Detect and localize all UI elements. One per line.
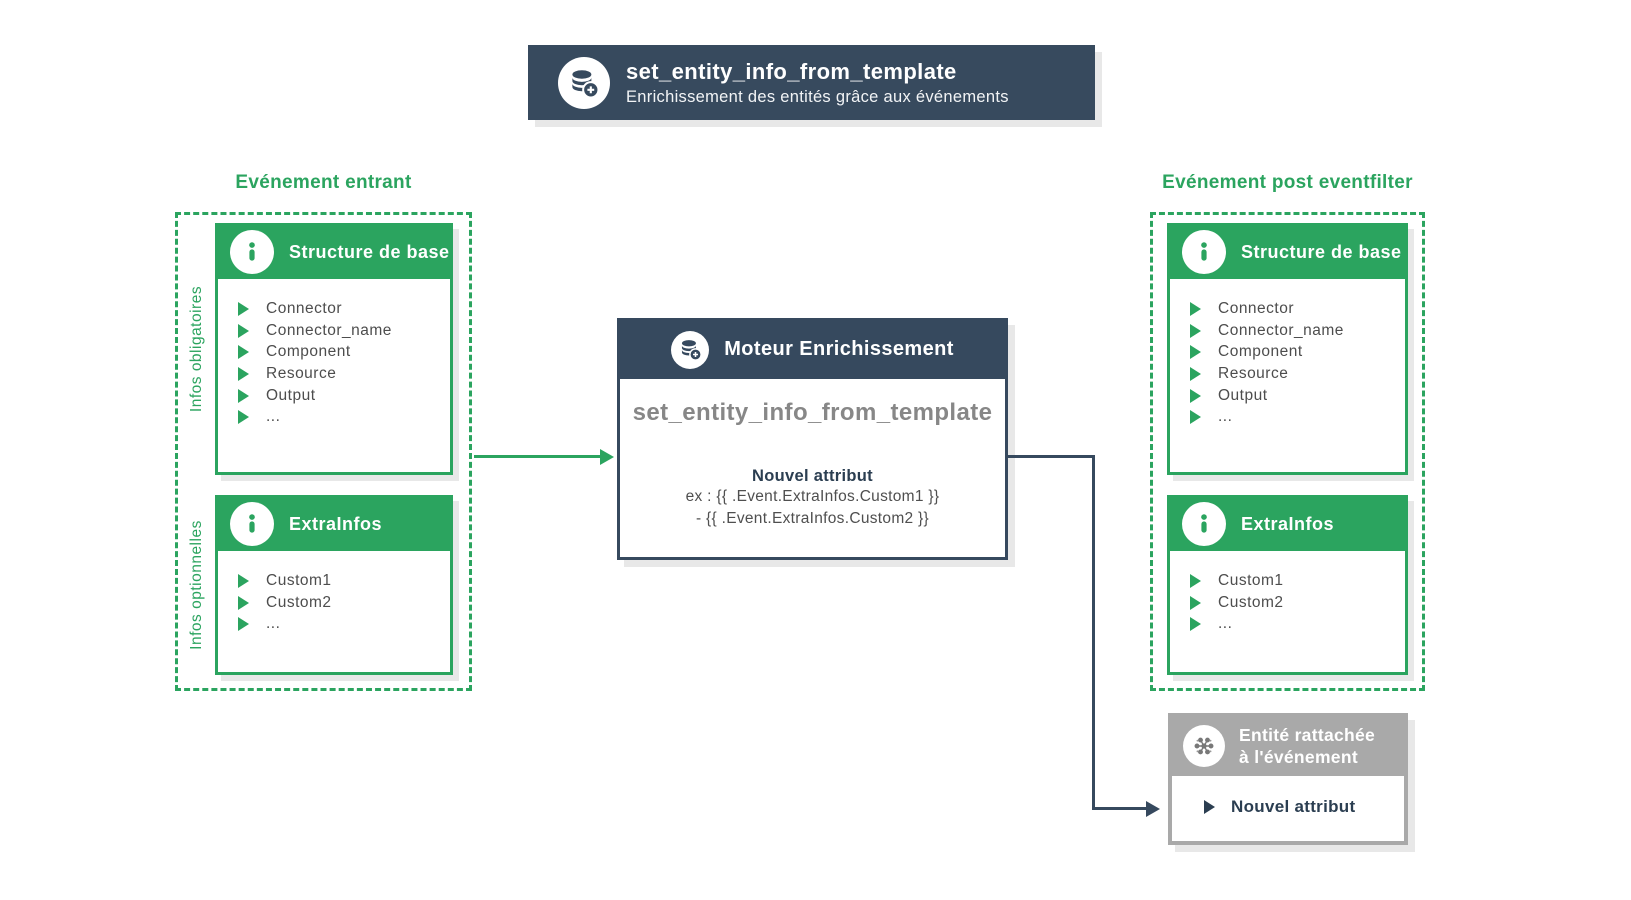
database-add-icon — [671, 330, 710, 369]
left-extrainfos-card: ExtraInfos Custom1 Custom2 ... — [215, 495, 453, 675]
green-arrow-line — [474, 455, 602, 458]
list-item: ... — [1190, 406, 1405, 428]
right-dashed-box — [1150, 212, 1425, 691]
triangle-bullet-icon — [1190, 301, 1201, 316]
triangle-bullet-icon — [1190, 345, 1201, 360]
triangle-bullet-icon — [1190, 617, 1201, 632]
engine-card-header: Moteur Enrichissement — [619, 320, 1006, 379]
engine-example-line: ex : {{ .Event.ExtraInfos.Custom1 }} — [685, 488, 940, 505]
list-item: Custom2 — [1190, 592, 1405, 614]
side-label-optional: Infos optionnelles — [188, 520, 205, 650]
info-icon — [1182, 230, 1226, 274]
list-item: ... — [238, 406, 450, 428]
hero-subtitle: Enrichissement des entités grâce aux évé… — [626, 87, 1009, 106]
list-item: Connector — [1190, 298, 1405, 320]
list-item: Resource — [1190, 363, 1405, 385]
triangle-bullet-icon — [1190, 573, 1201, 588]
info-icon — [230, 502, 274, 546]
engine-template-name: set_entity_info_from_template — [632, 399, 993, 426]
right-group-title: Evénement post eventfilter — [1162, 172, 1413, 193]
navy-arrow-head-icon — [1146, 800, 1160, 817]
entity-card-body: Nouvel attribut — [1172, 775, 1404, 839]
hero-title: set_entity_info_from_template — [626, 58, 957, 84]
triangle-bullet-icon — [1190, 323, 1201, 338]
list-item: Resource — [238, 363, 450, 385]
entity-new-attribute: Nouvel attribut — [1231, 797, 1356, 816]
info-icon — [1182, 502, 1226, 546]
list-item: Connector_name — [1190, 320, 1405, 342]
triangle-bullet-icon — [238, 366, 249, 381]
list-item: ... — [1190, 613, 1405, 635]
engine-card-body: set_entity_info_from_template Nouvel att… — [620, 399, 1005, 529]
triangle-bullet-icon — [238, 388, 249, 403]
hero-text: set_entity_info_from_template Enrichisse… — [626, 59, 1009, 107]
list-item: Connector — [238, 298, 450, 320]
triangle-bullet-icon — [1204, 800, 1215, 814]
triangle-bullet-icon — [1190, 410, 1201, 425]
left-structure-card: Structure de base Connector Connector_na… — [215, 223, 453, 475]
triangle-bullet-icon — [1190, 595, 1201, 610]
triangle-bullet-icon — [238, 301, 249, 316]
side-label-mandatory: Infos obligatoires — [188, 285, 205, 413]
list-item: ... — [238, 613, 450, 635]
card-title: ExtraInfos — [1241, 513, 1335, 534]
triangle-bullet-icon — [238, 595, 249, 610]
hero-banner: set_entity_info_from_template Enrichisse… — [528, 45, 1095, 120]
right-extrainfos-card: ExtraInfos Custom1 Custom2 ... — [1167, 495, 1408, 675]
left-structure-items: Connector Connector_name Component Resou… — [218, 278, 450, 428]
list-item: Custom1 — [238, 570, 450, 592]
right-extrainfos-card-header: ExtraInfos — [1169, 497, 1406, 551]
triangle-bullet-icon — [1190, 388, 1201, 403]
engine-example-line: - {{ .Event.ExtraInfos.Custom2 }} — [695, 509, 930, 527]
triangle-bullet-icon — [238, 573, 249, 588]
info-icon — [230, 230, 274, 274]
left-dashed-box — [175, 212, 472, 691]
right-structure-items: Connector Connector_name Component Resou… — [1170, 278, 1405, 428]
engine-card: Moteur Enrichissement set_entity_info_fr… — [617, 318, 1008, 560]
left-extrainfos-items: Custom1 Custom2 ... — [218, 550, 450, 635]
engine-header-title: Moteur Enrichissement — [724, 338, 954, 360]
left-extrainfos-card-header: ExtraInfos — [217, 497, 451, 551]
card-title: Structure de base — [1241, 241, 1402, 262]
entity-card-title: Entité rattachée à l'événement — [1239, 725, 1376, 767]
triangle-bullet-icon — [238, 323, 249, 338]
left-structure-card-header: Structure de base — [217, 225, 451, 279]
navy-connector-horizontal — [1008, 455, 1095, 458]
list-item: Custom1 — [1190, 570, 1405, 592]
engine-attribute-label: Nouvel attribut — [752, 467, 873, 485]
green-arrow-head-icon — [600, 448, 614, 465]
database-add-icon — [558, 56, 610, 109]
list-item: Output — [1190, 385, 1405, 407]
triangle-bullet-icon — [238, 345, 249, 360]
triangle-bullet-icon — [1190, 366, 1201, 381]
list-item: Component — [1190, 341, 1405, 363]
entity-card: Entité rattachée à l'événement Nouvel at… — [1168, 713, 1408, 845]
list-item: Output — [238, 385, 450, 407]
list-item: Custom2 — [238, 592, 450, 614]
entity-card-header: Entité rattachée à l'événement — [1171, 716, 1405, 776]
navy-connector-horizontal — [1092, 807, 1148, 810]
triangle-bullet-icon — [238, 617, 249, 632]
right-extrainfos-items: Custom1 Custom2 ... — [1170, 550, 1405, 635]
card-title: ExtraInfos — [289, 513, 383, 534]
right-structure-card: Structure de base Connector Connector_na… — [1167, 223, 1408, 475]
right-structure-card-header: Structure de base — [1169, 225, 1406, 279]
list-item: Component — [238, 341, 450, 363]
triangle-bullet-icon — [238, 410, 249, 425]
card-title: Structure de base — [289, 241, 450, 262]
left-group-title: Evénement entrant — [235, 172, 412, 193]
navy-connector-vertical — [1092, 455, 1095, 810]
list-item: Connector_name — [238, 320, 450, 342]
cluster-icon — [1183, 725, 1225, 767]
